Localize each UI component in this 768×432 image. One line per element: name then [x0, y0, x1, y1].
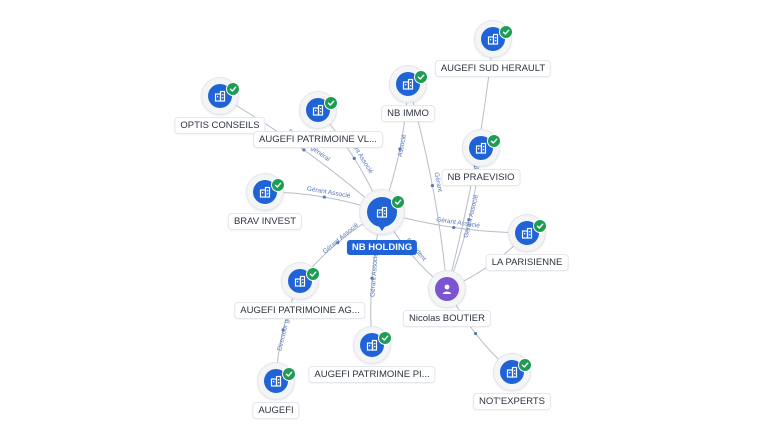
pin-pointer-icon	[378, 225, 386, 231]
verified-check-icon	[271, 178, 285, 192]
verified-check-icon	[282, 367, 296, 381]
edge-label: Gérant Associé	[463, 194, 480, 239]
verified-check-icon	[487, 134, 501, 148]
verified-check-icon	[226, 82, 240, 96]
node-label: AUGEFI PATRIMOINE AG...	[235, 303, 365, 318]
edge-arrow	[322, 195, 326, 199]
edge-label: Gérant Associé	[369, 252, 379, 297]
verified-check-icon	[533, 219, 547, 233]
node-label: OPTIS CONSEILS	[175, 118, 265, 133]
node-label: AUGEFI PATRIMOINE VL...	[254, 132, 382, 147]
node-label: NB HOLDING	[346, 240, 418, 255]
node-label: Nicolas BOUTIER	[403, 311, 491, 326]
edge-arrow	[467, 218, 471, 222]
edge-arrow	[352, 156, 356, 160]
verified-check-icon	[499, 25, 513, 39]
verified-check-icon	[518, 358, 532, 372]
node-label: AUGEFI	[253, 403, 299, 418]
verified-check-icon	[324, 96, 338, 110]
verified-check-icon	[391, 195, 405, 209]
edge-arrow	[336, 241, 340, 245]
edge-arrow	[473, 331, 478, 336]
node-label: AUGEFI SUD HERAULT	[435, 61, 551, 76]
edge-label: Associé	[397, 133, 408, 157]
edge-arrow	[302, 148, 306, 152]
building-icon	[264, 369, 288, 393]
node-label: LA PARISIENNE	[486, 255, 568, 270]
node-label: NB IMMO	[382, 106, 434, 121]
node-label: NB PRAEVISIO	[442, 170, 520, 185]
node-label: BRAV INVEST	[228, 214, 302, 229]
verified-check-icon	[378, 331, 392, 345]
edge-arrow	[281, 328, 285, 332]
edge-arrow	[370, 276, 374, 280]
edge-arrow	[430, 183, 435, 188]
verified-check-icon	[414, 70, 428, 84]
person-icon	[435, 277, 459, 301]
edge-arrow	[452, 225, 456, 230]
verified-check-icon	[306, 267, 320, 281]
node-label: NOT'EXPERTS	[473, 394, 551, 409]
edge-arrow	[398, 147, 402, 151]
edge-label: Gérant	[433, 172, 444, 193]
node-label: AUGEFI PATRIMOINE PI...	[309, 367, 435, 382]
